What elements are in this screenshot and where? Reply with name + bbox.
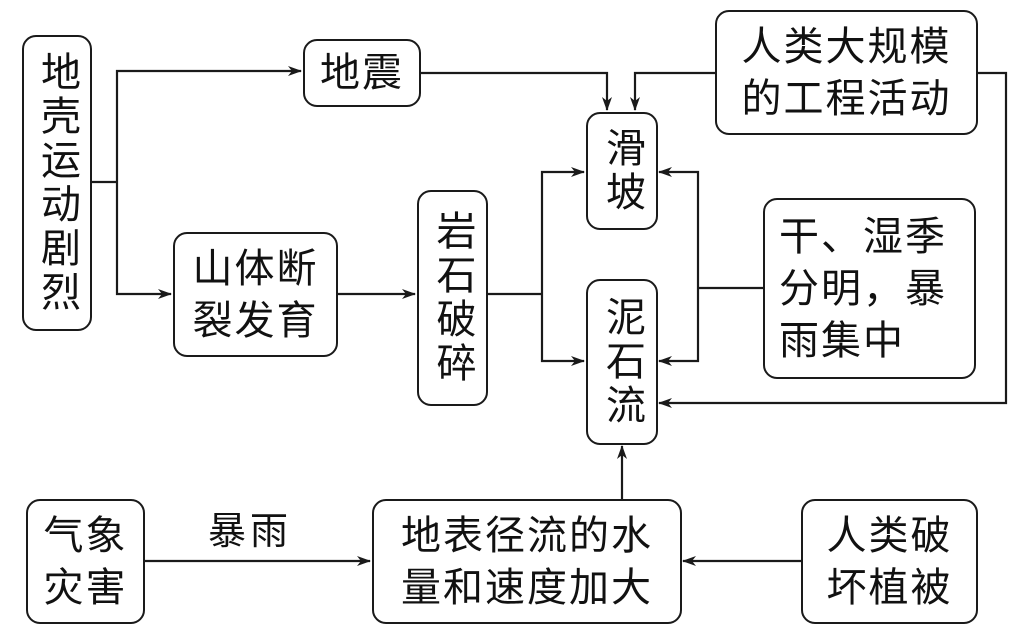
node-human-engineering-line2: 的工程活动 (741, 75, 952, 122)
node-runoff: 地表径流的水 量和速度加大 (372, 499, 682, 624)
node-earthquake: 地震 (303, 39, 421, 107)
node-earthquake-text: 地震 (320, 50, 404, 96)
node-human-engineering-line1: 人类大规模 (741, 23, 952, 70)
node-weather-disaster-line2: 灾害 (43, 564, 128, 611)
node-landslide-text: 滑坡 (599, 127, 645, 215)
node-crust-movement-text: 地壳运动剧烈 (34, 51, 80, 315)
node-mountain-fracture-text: 山体断裂发育 (192, 245, 319, 344)
node-runoff-line1: 地表径流的水 (401, 512, 653, 559)
edge-crust-to-fracture (115, 182, 172, 299)
node-rock-broken-text: 岩石破碎 (429, 210, 476, 386)
node-human-engineering: 人类大规模 的工程活动 (715, 10, 978, 135)
edge-label-rainstorm: 暴雨 (208, 509, 293, 553)
node-vegetation-damage-line1: 人类破 (826, 512, 953, 559)
node-debris-flow: 泥石流 (586, 279, 658, 445)
node-vegetation-damage-line2: 坏植被 (826, 564, 953, 611)
edge-earthquake-to-landslide (420, 71, 612, 111)
node-weather-disaster: 气象 灾害 (26, 499, 145, 624)
node-debris-flow-text: 泥石流 (599, 296, 645, 428)
node-climate-line3: 雨集中 (779, 317, 905, 364)
edge-engineering-to-debris (658, 71, 1008, 408)
node-vegetation-damage: 人类破 坏植被 (801, 499, 978, 624)
node-climate-line1: 干、湿季 (779, 213, 947, 260)
edge-climate-to-debris (658, 288, 700, 366)
node-weather-disaster-line1: 气象 (43, 512, 128, 559)
node-climate: 干、湿季 分明，暴 雨集中 (763, 198, 976, 379)
edge-crust-to-earthquake (115, 66, 302, 182)
node-runoff-line2: 量和速度加大 (401, 564, 653, 611)
edge-climate-to-landslide (658, 167, 700, 288)
edge-rock-to-landslide (540, 167, 585, 294)
node-landslide: 滑坡 (586, 112, 658, 230)
node-mountain-fracture: 山体断裂发育 (173, 232, 338, 357)
edge-rock-to-debris (540, 294, 585, 366)
edge-engineering-to-landslide (630, 71, 715, 111)
node-climate-line2: 分明，暴 (779, 265, 947, 312)
node-crust-movement: 地壳运动剧烈 (22, 35, 92, 331)
node-rock-broken: 岩石破碎 (417, 190, 488, 406)
